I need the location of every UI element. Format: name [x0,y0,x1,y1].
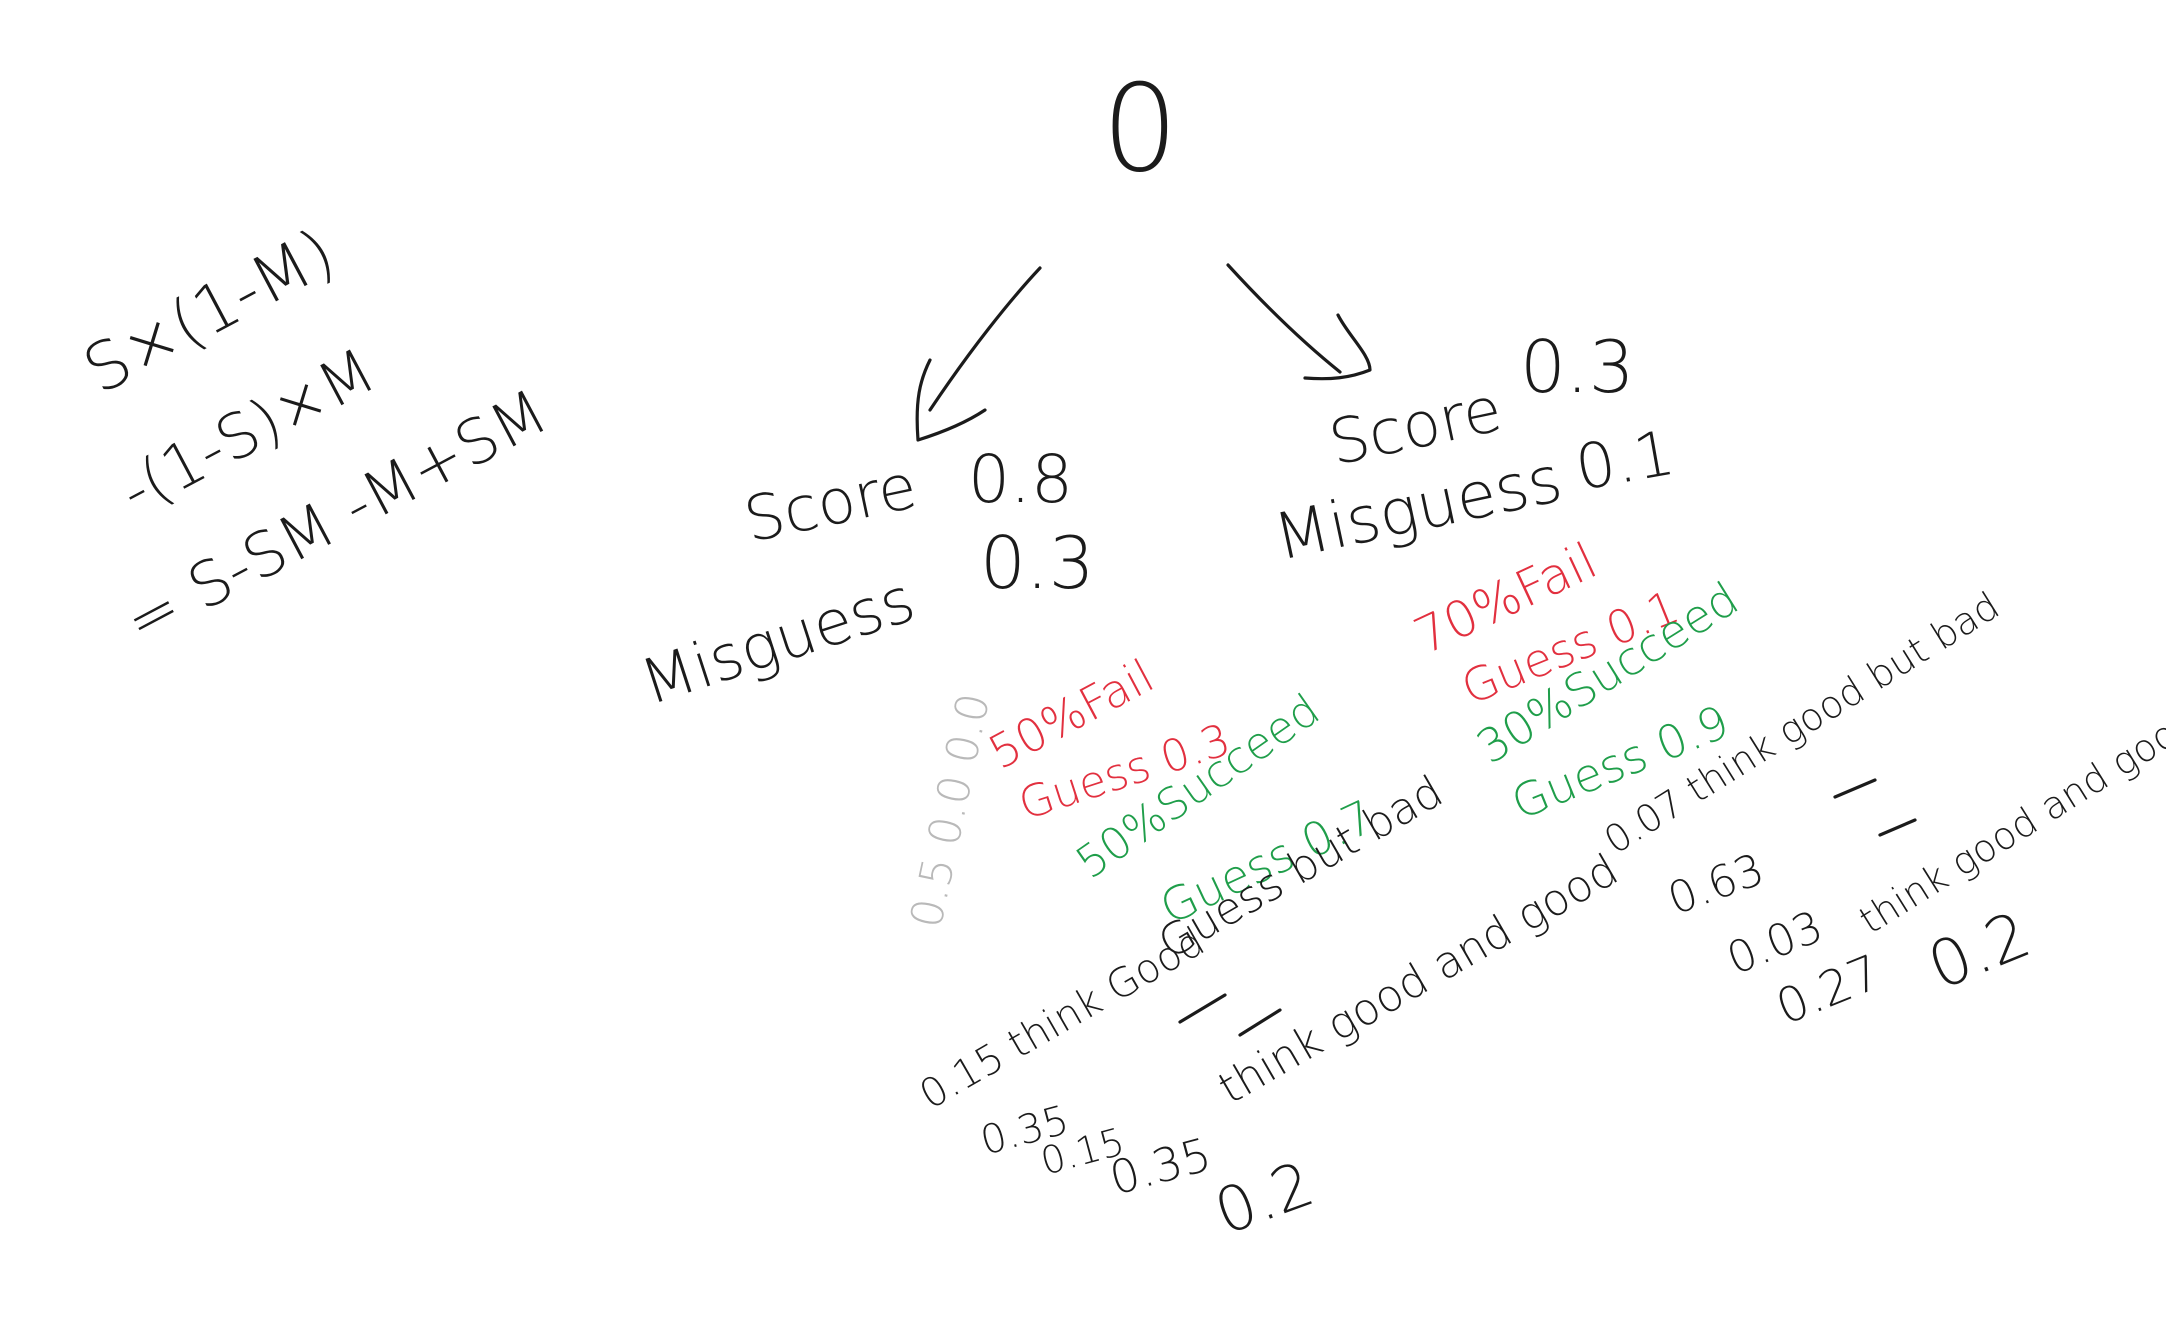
formula-block: S×(1-M) -(1-S)×M = S-SM -M+SM [71,214,559,659]
left-score-label: Score [738,449,923,557]
left-arrow [915,266,1042,442]
right-arrow [1226,263,1372,381]
left-branch: Score 0.8 0.3 Misguess 0.5 0.0 0.0 50%Fa… [632,441,1627,1249]
right-score-value: 0.3 [1520,325,1635,409]
right-value-a: 0.63 [1661,844,1771,925]
left-think-good-bad: 0.15 think Good [912,919,1213,1119]
left-dash-2 [1238,1008,1282,1037]
right-dash-2 [1878,818,1917,837]
right-result: 0.2 [1918,898,2040,1005]
right-branch: 0.3 Score Misguess 0.1 70%Fail Guess 0.1… [1268,325,2166,1036]
left-misguess-value: 0.3 [980,521,1095,605]
right-dash-1 [1833,778,1877,799]
left-score-value: 0.8 [968,441,1073,518]
right-misguess-value: 0.1 [1570,416,1680,505]
left-result: 0.2 [1205,1147,1323,1249]
left-dash-1 [1178,993,1227,1024]
left-misguess-label: Misguess [632,563,923,720]
left-faded-values: 0.5 0.0 0.0 [901,689,1000,932]
root-value: 0 [1102,60,1178,199]
